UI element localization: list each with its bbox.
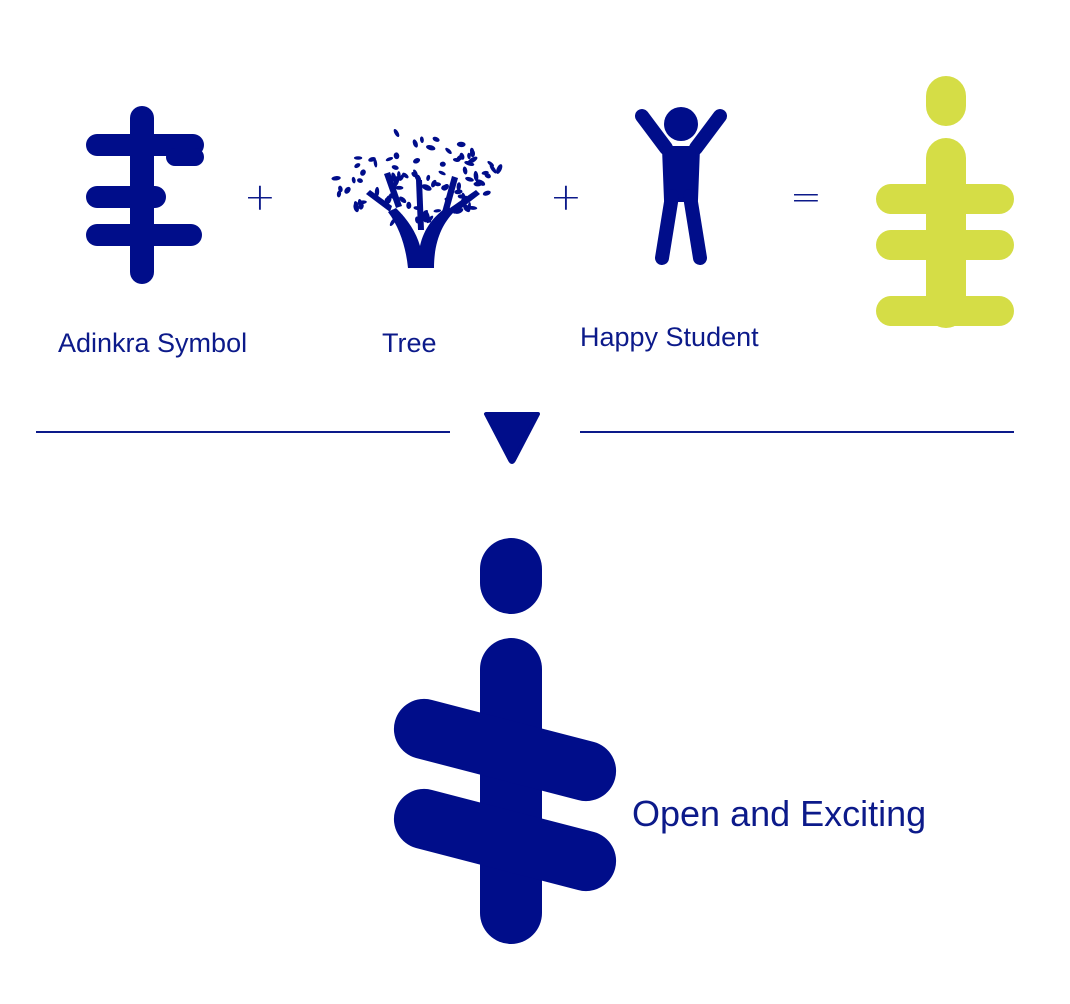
equals-sign: = [790,175,822,219]
divider-line-right [580,431,1014,433]
logo-tagline: Open and Exciting [632,793,927,834]
caption-happy-student: Happy Student [580,322,759,352]
adinkra-symbol-icon [86,106,204,284]
tree-icon [331,128,503,268]
plus-sign: + [244,175,276,219]
divider-line-left [36,431,450,433]
combined-logo-icon [876,76,1014,328]
down-triangle-icon [484,412,540,464]
caption-tree: Tree [382,328,437,358]
final-logo-icon [393,538,617,944]
caption-adinkra-symbol: Adinkra Symbol [58,328,248,358]
plus-sign: + [550,175,582,219]
happy-student-icon [635,107,727,265]
